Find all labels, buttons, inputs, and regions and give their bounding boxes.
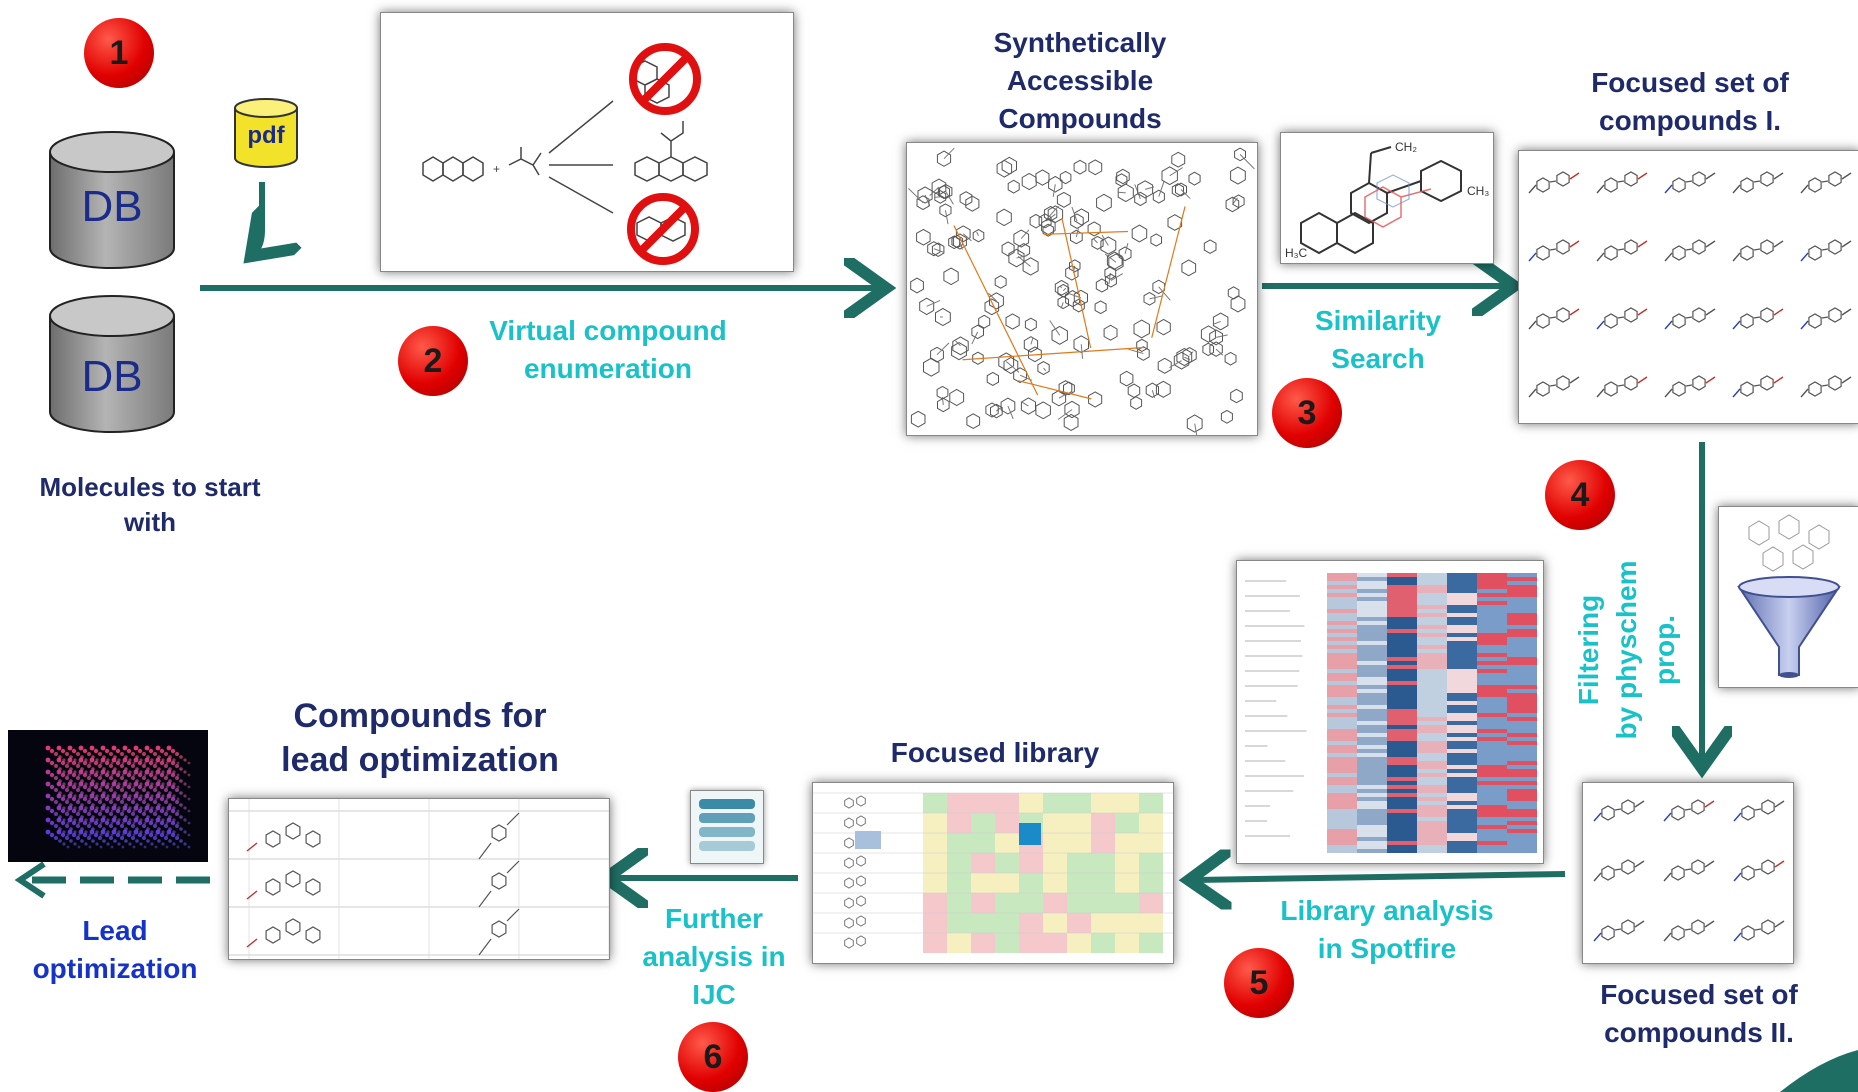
focused-set-1-panel <box>1518 150 1858 424</box>
label-acc-line-1: Synthetically <box>993 27 1167 58</box>
lead-table <box>229 799 609 959</box>
reaction-scheme-panel: + <box>380 12 794 272</box>
label-compounds-lead: Compounds for lead optimization <box>230 694 610 782</box>
label-leadopt-line-2: optimization <box>32 952 198 984</box>
molecules-collage-panel <box>906 142 1258 436</box>
database-icon-1: DB <box>48 130 176 270</box>
molecule-grid-1 <box>1528 171 1852 398</box>
label-filter-line-2: by physchem <box>1610 560 1642 740</box>
label-enum-line-1: Virtual compound <box>489 315 727 346</box>
label-spot-line-1: Library analysis <box>1280 895 1494 926</box>
label-start-line-2: with <box>124 507 176 538</box>
arrow-lead-head <box>14 861 46 899</box>
label-virtual-enumeration: Virtual compound enumeration <box>458 312 758 388</box>
label-start-line-1: Molecules to start <box>39 472 261 502</box>
database-icon-2: DB <box>48 294 176 434</box>
lead-compounds-table-panel <box>228 798 610 960</box>
label-f1-line-2: compounds I. <box>1599 104 1781 136</box>
molecule-collage <box>908 147 1255 435</box>
prohibited-icon-bottom <box>627 193 699 265</box>
label-focused-set-1: Focused set of compounds I. <box>1520 64 1858 140</box>
db-label-1: DB <box>81 182 143 231</box>
svg-text:CH₃: CH₃ <box>1467 184 1489 198</box>
step-badge-5: 5 <box>1224 948 1294 1018</box>
label-ijc: Further analysis in IJC <box>624 900 804 1013</box>
label-leadopt-line-1: Lead <box>82 915 148 946</box>
step-badge-2: 2 <box>398 326 468 396</box>
label-lead-line-2: lead optimization <box>281 741 559 780</box>
label-spotfire: Library analysis in Spotfire <box>1252 892 1522 968</box>
ijc-icon <box>690 790 764 864</box>
heatmap <box>1237 561 1543 863</box>
label-synthetically-accessible: Synthetically Accessible Compounds <box>940 24 1220 137</box>
svg-text:+: + <box>493 162 500 176</box>
step-badge-6: 6 <box>678 1022 748 1092</box>
label-sim-line-2: Search <box>1331 342 1425 374</box>
label-ijc-line-1: Further <box>665 903 763 934</box>
step-badge-4: 4 <box>1545 460 1615 530</box>
label-molecules-to-start: Molecules to start with <box>0 470 300 540</box>
funnel-icon <box>1737 514 1841 678</box>
label-focused-set-2: Focused set of compounds II. <box>1540 976 1858 1052</box>
svg-text:H₃C: H₃C <box>1285 246 1308 260</box>
label-f2-line-2: compounds II. <box>1604 1016 1794 1048</box>
label-acc-line-2: Accessible <box>1006 64 1154 96</box>
label-sim-line-1: Similarity <box>1314 305 1442 336</box>
label-filter-line-3: prop. <box>1648 615 1680 685</box>
label-lead-optimization: Lead optimization <box>0 912 230 988</box>
pdf-icon: pdf <box>232 96 300 170</box>
label-filter-line-1: Filtering <box>1573 594 1604 706</box>
funnel-panel <box>1718 506 1858 688</box>
label-focused-library: Focused library <box>890 737 1100 768</box>
library-table <box>813 783 1173 963</box>
label-lead-line-1: Compounds for <box>293 697 547 735</box>
step-badge-1: 1 <box>84 18 154 88</box>
arrow-spotfire <box>1195 874 1566 880</box>
label-filtering: Filtering by physchem prop. <box>1570 500 1683 800</box>
label-f1-line-1: Focused set of <box>1591 67 1789 98</box>
label-similarity-search: Similarity Search <box>1278 302 1478 378</box>
db-label-2: DB <box>81 352 143 401</box>
prohibited-icon-top <box>629 43 701 115</box>
step-badge-3: 3 <box>1272 378 1342 448</box>
corner-swoosh <box>1780 1050 1858 1092</box>
pdf-label: pdf <box>247 122 285 149</box>
label-spot-line-2: in Spotfire <box>1317 932 1457 964</box>
molecule-grid-2 <box>1593 799 1785 942</box>
similarity-structure-panel: CH₂ CH₃ H₃C <box>1280 132 1494 264</box>
label-enum-line-2: enumeration <box>523 352 693 384</box>
label-acc-line-3: Compounds <box>998 102 1162 134</box>
label-f2-line-1: Focused set of <box>1600 979 1798 1010</box>
label-ijc-line-3: IJC <box>692 978 736 1010</box>
label-ijc-line-2: analysis in <box>642 940 786 972</box>
focused-library-table-panel <box>812 782 1174 964</box>
arrow-pdf <box>255 182 262 252</box>
spotfire-heatmap-panel <box>1236 560 1544 864</box>
svg-text:CH₂: CH₂ <box>1395 140 1417 154</box>
sphere-lattice <box>45 745 191 849</box>
focused-set-2-panel <box>1582 782 1794 964</box>
lead-optimization-image <box>8 730 208 862</box>
